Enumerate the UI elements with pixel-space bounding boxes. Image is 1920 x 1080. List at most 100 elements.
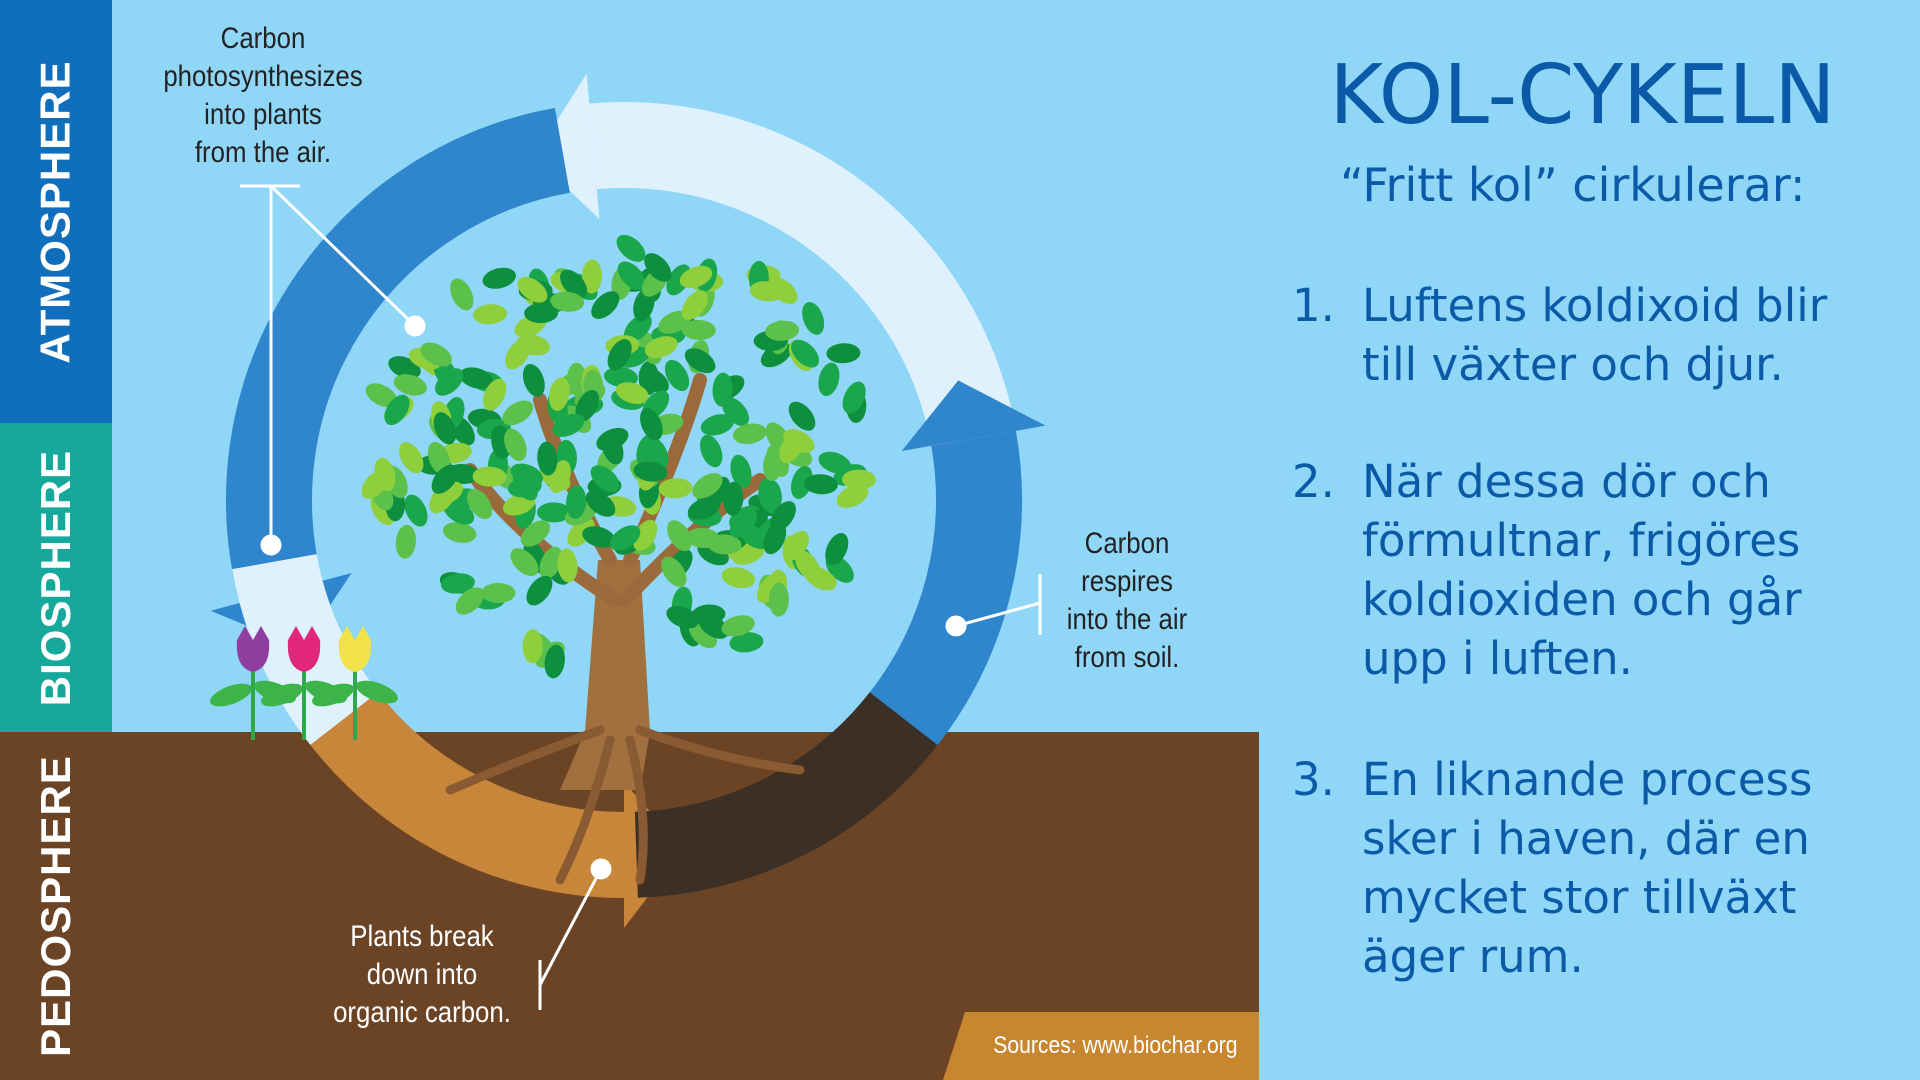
tulip-leaf (261, 683, 303, 707)
leaf (732, 423, 767, 445)
leaf (842, 381, 866, 414)
leaf (692, 473, 723, 499)
leaf (481, 582, 516, 603)
leaf (504, 428, 527, 462)
list-line: förmultnar, frigöres (1362, 514, 1801, 567)
arrow-atmosphere-light (589, 102, 1019, 457)
leaf (526, 575, 553, 606)
leaf (549, 377, 570, 411)
callout-dot (945, 615, 967, 637)
leaf (585, 490, 616, 517)
leaf (730, 454, 752, 489)
leaf (658, 478, 693, 499)
callout-dot (404, 315, 426, 337)
list-number: 1. (1292, 279, 1335, 332)
leaf (550, 291, 585, 312)
leaf (404, 494, 428, 527)
list-line: äger rum. (1362, 930, 1584, 983)
leaf (836, 484, 869, 508)
tulip-bloom (236, 626, 270, 672)
list-number: 2. (1292, 455, 1335, 508)
callout-dot (260, 534, 282, 556)
tree-trunk (560, 560, 650, 790)
leaf (681, 319, 716, 340)
leaf (700, 434, 723, 468)
leaf (684, 348, 716, 374)
leaf (664, 359, 690, 392)
leaf (510, 548, 539, 577)
leaf (623, 314, 652, 343)
leaf (687, 497, 721, 520)
leaf (520, 520, 551, 547)
leaf (365, 383, 398, 408)
leaf (399, 442, 424, 474)
band-biosphere: BIOSPHERE (0, 423, 112, 732)
leaf (466, 488, 493, 520)
leaf (517, 276, 548, 303)
list-line: mycket stor tillväxt (1362, 871, 1797, 924)
leaf (590, 465, 620, 493)
leaf (427, 441, 451, 475)
callout-leader-lines (240, 184, 1042, 1010)
callout-line: photosynthesizes (163, 60, 363, 93)
callout-line: from soil. (1074, 641, 1180, 674)
leaf (638, 367, 669, 393)
leaf (616, 234, 646, 262)
leaf (765, 320, 800, 341)
leaf (826, 343, 861, 364)
leaf (609, 525, 641, 551)
leaf (482, 267, 516, 289)
leaf (552, 413, 585, 437)
leaf (818, 451, 852, 474)
leaf (604, 366, 638, 388)
leaf (582, 526, 616, 548)
leaf (783, 429, 815, 454)
leaf (539, 546, 563, 579)
leaf (581, 259, 602, 294)
callout-decomposition: Plants break down into organic carbon. (327, 918, 516, 1032)
leaf (633, 461, 668, 482)
leaf (374, 457, 396, 492)
list-number: 3. (1292, 753, 1335, 806)
leaf (431, 464, 459, 494)
leaf (729, 632, 764, 653)
page-title: KOL-CYKELN (1329, 48, 1836, 143)
leaf (645, 437, 669, 469)
callout-line: down into (366, 958, 478, 991)
leaf (393, 374, 427, 396)
leaf (721, 615, 755, 637)
leaf (450, 278, 474, 311)
list-line: En liknande process (1362, 753, 1813, 806)
callout-line: respires (1081, 565, 1173, 598)
tree-icon (361, 234, 876, 885)
tulip-leaf (210, 683, 252, 707)
leaf (758, 478, 779, 513)
leaf (700, 414, 734, 436)
leaf (441, 573, 475, 594)
callout-line: Carbon (1084, 527, 1170, 560)
leaf (560, 269, 588, 299)
callout-line: into the air (1066, 603, 1188, 636)
leaf (679, 265, 713, 289)
list-line: till växter och djur. (1362, 338, 1784, 391)
arrowhead-light-icon (534, 73, 600, 220)
leaf (633, 519, 658, 551)
leaf (455, 587, 485, 615)
leaf (790, 465, 813, 499)
leaf (788, 401, 816, 431)
band-pedosphere: PEDOSPHERE (0, 732, 112, 1080)
tulip-leaf (312, 683, 354, 707)
leaf (681, 290, 708, 320)
leaf (483, 378, 507, 411)
callout-line: Carbon (220, 22, 306, 55)
leaf (768, 582, 789, 617)
leaf (384, 394, 410, 426)
band-atmosphere: ATMOSPHERE (0, 0, 112, 423)
leaf (729, 509, 758, 538)
tulip-bloom (338, 626, 372, 672)
leaf (522, 629, 543, 664)
leaf (644, 336, 678, 359)
leaf (601, 431, 624, 465)
leaf (505, 339, 531, 370)
leaf (395, 524, 416, 559)
